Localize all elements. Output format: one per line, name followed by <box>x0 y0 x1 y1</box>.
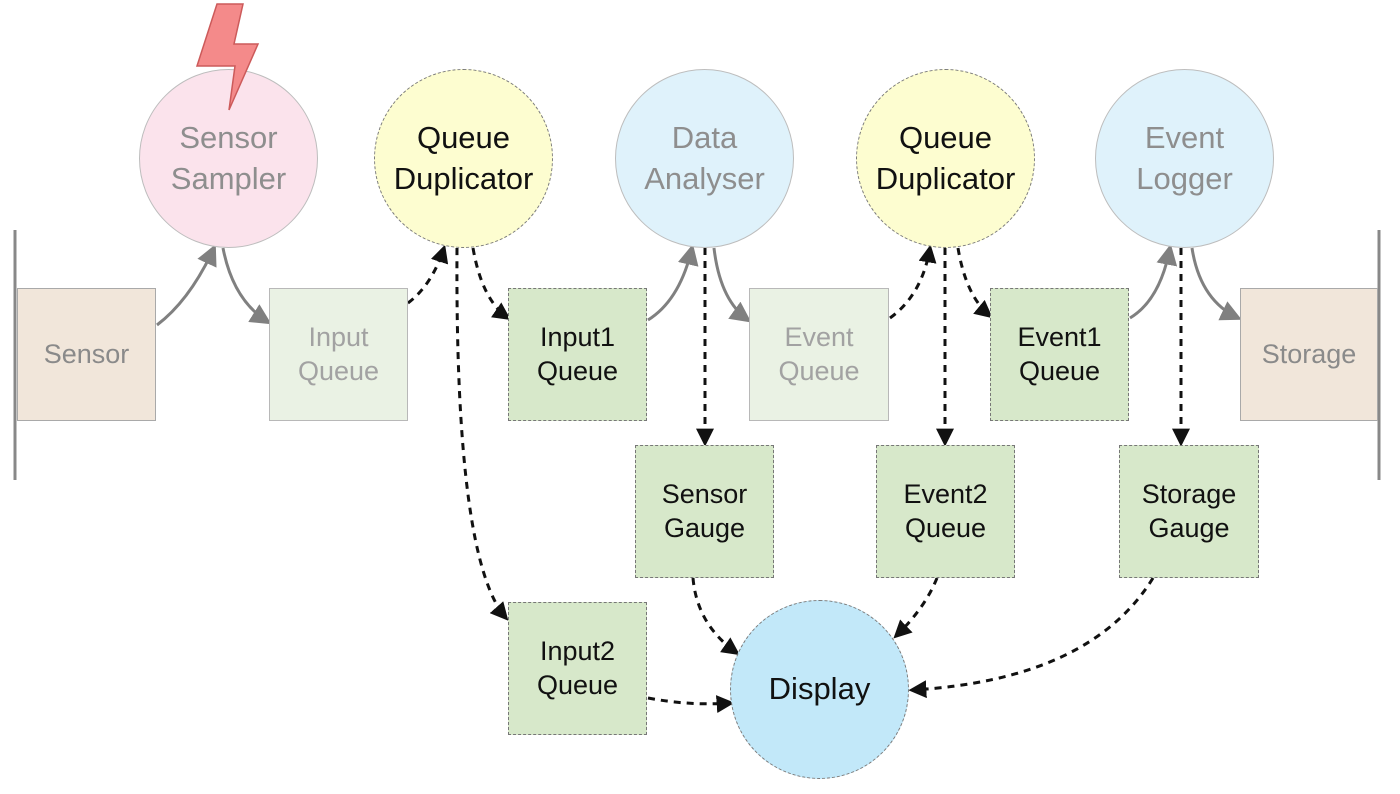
arrow-logger-to-storage <box>1190 247 1242 321</box>
arrow-eventqueue-to-duplicator2 <box>889 244 937 320</box>
queue-duplicator-2-node: Queue Duplicator <box>856 69 1035 248</box>
storage-box: Storage <box>1240 288 1378 421</box>
arrow-storagegauge-to-display <box>908 577 1155 699</box>
event1-queue-box: Event1 Queue <box>990 288 1129 421</box>
data-analyser-node: Data Analyser <box>615 69 794 248</box>
arrow-duplicator1-to-input2 <box>455 247 509 621</box>
arrow-input2-to-display <box>647 695 735 714</box>
event2-queue-box: Event2 Queue <box>876 445 1015 578</box>
storage-gauge-box: Storage Gauge <box>1119 445 1259 578</box>
sensor-gauge-box: Sensor Gauge <box>635 445 774 578</box>
input2-queue-box: Input2 Queue <box>508 602 647 735</box>
arrow-inputqueue-to-duplicator1 <box>407 244 449 305</box>
arrow-input1-to-analyser <box>647 243 699 322</box>
event-queue-box: Event Queue <box>749 288 889 421</box>
input-queue-box: Input Queue <box>269 288 408 421</box>
sensor-sampler-node: Sensor Sampler <box>139 69 318 248</box>
arrow-duplicator2-to-event1 <box>956 247 993 319</box>
arrow-sensor-to-sampler <box>156 244 217 327</box>
sensor-box: Sensor <box>17 288 156 421</box>
arrow-analyser-to-eventqueue <box>712 247 752 323</box>
lightning-bolt-icon <box>195 3 260 111</box>
arrow-event2-to-display <box>893 577 939 639</box>
input1-queue-box: Input1 Queue <box>508 288 647 421</box>
arrow-sensorgauge-to-display <box>691 577 740 656</box>
arrow-event1-to-logger <box>1129 243 1178 320</box>
arrow-duplicator1-to-input1 <box>471 247 511 321</box>
event-logger-node: Event Logger <box>1095 69 1274 248</box>
queue-duplicator-1-node: Queue Duplicator <box>374 69 553 248</box>
arrow-sampler-to-inputqueue <box>221 247 272 325</box>
display-node: Display <box>730 600 909 779</box>
